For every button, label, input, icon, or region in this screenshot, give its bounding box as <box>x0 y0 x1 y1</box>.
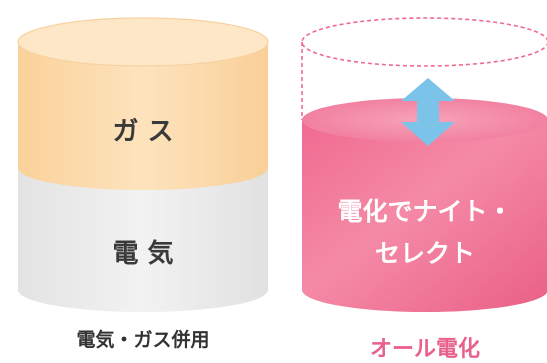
electric-segment <box>18 166 268 312</box>
right-cylinder: 電化でナイト・ セレクト <box>301 17 547 312</box>
gas-top-ellipse <box>18 18 268 66</box>
dashed-top-ellipse <box>301 17 547 67</box>
allelectric-label-line1: 電化でナイト・ <box>337 197 512 226</box>
left-caption: 電気・ガス併用 <box>76 328 209 351</box>
right-caption: オール電化 <box>370 336 480 362</box>
allelectric-segment <box>302 120 547 312</box>
allelectric-label-line2: セレクト <box>375 239 475 268</box>
gas-label: ガ ス <box>112 117 173 147</box>
electric-label: 電 気 <box>112 238 173 269</box>
gas-segment <box>18 42 268 190</box>
left-cylinder: ガ ス 電 気 <box>17 17 269 312</box>
double-arrow-icon <box>401 78 455 146</box>
